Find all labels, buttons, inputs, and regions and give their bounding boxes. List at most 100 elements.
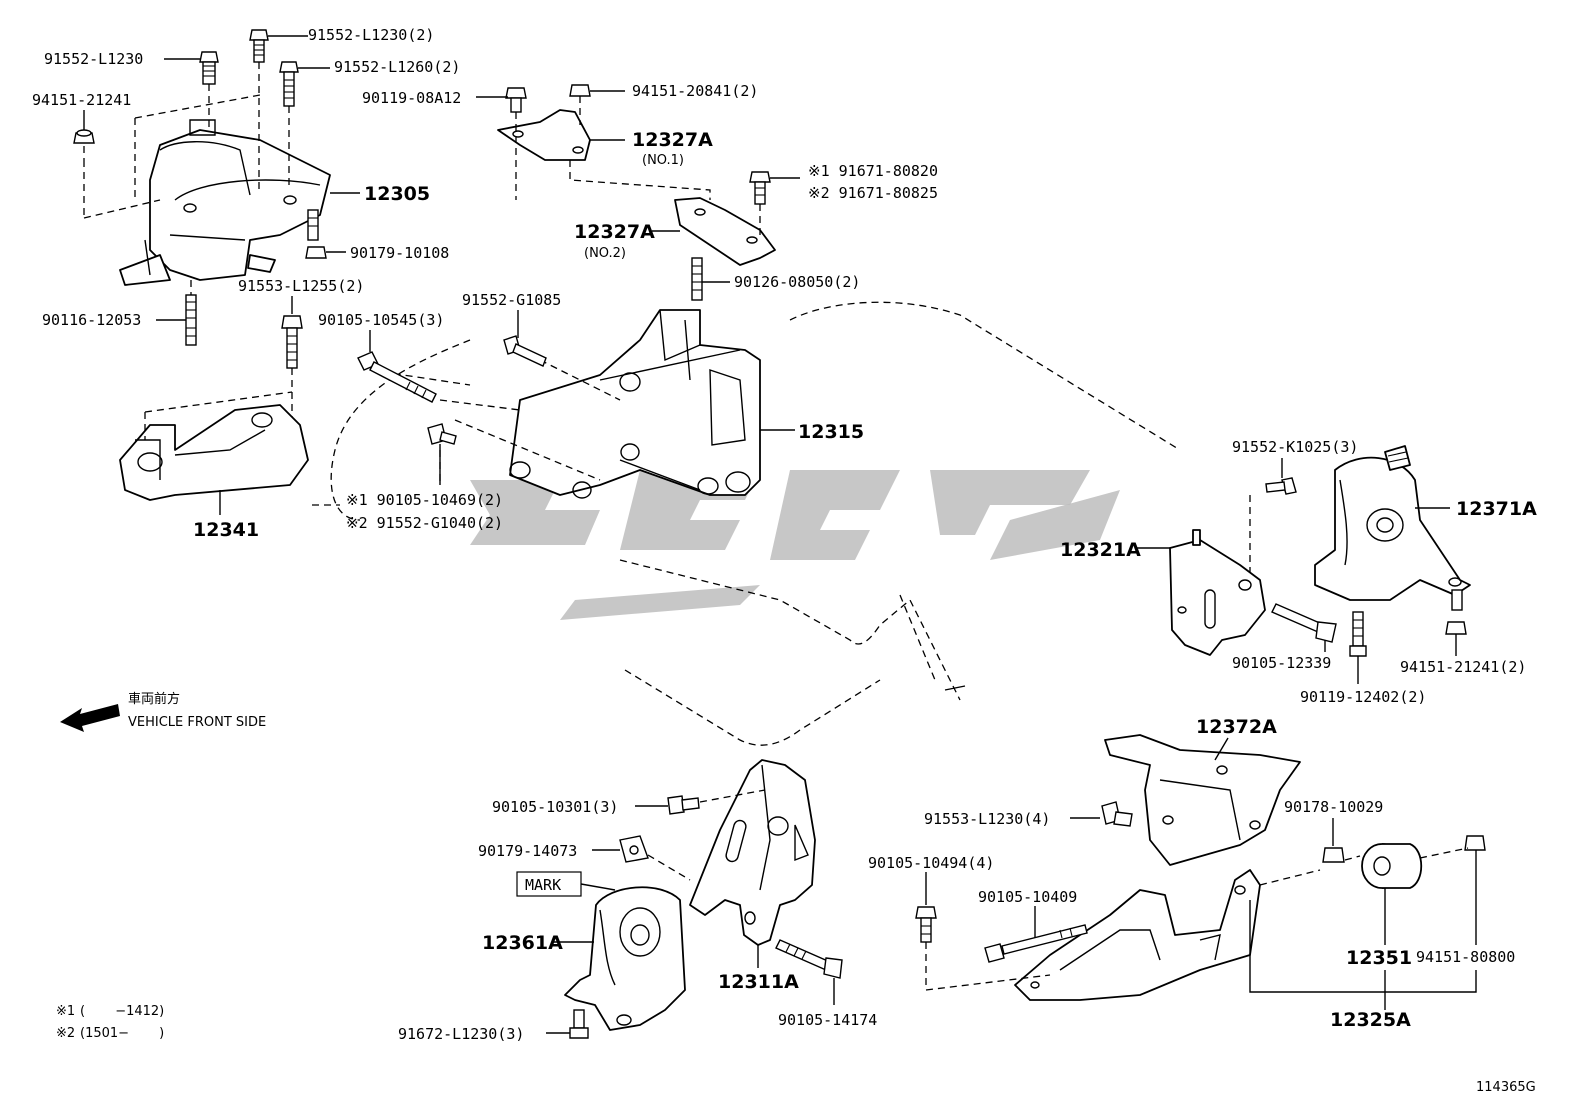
- label-90105-10301: 90105-10301(3): [492, 798, 618, 816]
- front-label-jp: 車両前方: [128, 691, 180, 707]
- label-12351: 12351: [1346, 947, 1412, 969]
- bolt-91552-L1260: [279, 61, 299, 107]
- bracket-12372A: [1104, 734, 1301, 866]
- diagram-id: 114365G: [1476, 1080, 1536, 1095]
- bracket-12315: [509, 309, 761, 499]
- label-12311A: 12311A: [718, 971, 799, 993]
- bolt-91552-K1025: [1265, 477, 1297, 495]
- mark-label: MARK: [525, 876, 561, 894]
- label-90105-10494: 90105-10494(4): [868, 854, 994, 872]
- bracket-12321A: [1169, 529, 1266, 656]
- bolt-12371A-side: [1451, 589, 1463, 611]
- bracket-12327A-no1: [497, 109, 591, 161]
- label-91552-L1230-2: 91552-L1230(2): [308, 26, 434, 44]
- nut-90178-10029: [1322, 847, 1345, 863]
- bushing-12351: [1361, 843, 1423, 889]
- label-12371A: 12371A: [1456, 498, 1537, 520]
- callout-labels: 91552-L1230 91552-L1230(2) 91552-L1260(2…: [32, 26, 1537, 1043]
- bolt-90119-12402: [1349, 611, 1367, 657]
- bolt-90105-10545: [357, 351, 437, 403]
- label-12361A: 12361A: [482, 932, 563, 954]
- bolt-91553-L1230: [1101, 801, 1133, 827]
- bolt-91552-L1230-2: [249, 29, 269, 63]
- bolt-90105-10469: [427, 423, 457, 445]
- footnote-1-mark: ※1: [56, 1004, 75, 1019]
- footnotes: ※1 ( −1412) ※2 (1501− ): [56, 1004, 164, 1041]
- bracket-12341: [119, 404, 309, 501]
- stud-90116-12053: [185, 294, 197, 346]
- label-12305: 12305: [364, 183, 430, 205]
- bolt-90105-14174: [775, 939, 843, 979]
- stud-90126-08050: [691, 257, 703, 301]
- bolt-91552-G1085: [503, 335, 547, 367]
- label-90105-14174: 90105-14174: [778, 1011, 877, 1029]
- label-91671-80825: ※2 91671-80825: [808, 184, 938, 202]
- label-91552-G1085: 91552-G1085: [462, 291, 561, 309]
- footnote-2-mark: ※2: [56, 1026, 75, 1041]
- label-12327A-no2: 12327A: [574, 221, 655, 243]
- label-12327A-no1: 12327A: [632, 129, 713, 151]
- label-90126-08050: 90126-08050(2): [734, 273, 860, 291]
- mark-tag: MARK: [516, 871, 582, 897]
- mount-12361A: [564, 886, 686, 1031]
- nut-90179-10108: [305, 246, 327, 259]
- label-94151-80800: 94151-80800: [1416, 948, 1515, 966]
- label-12341: 12341: [193, 519, 259, 541]
- label-90119-12402: 90119-12402(2): [1300, 688, 1426, 706]
- bolt-90119-08A12: [505, 87, 527, 113]
- engine-outline: [330, 301, 1181, 746]
- engine-mount-12305: [119, 119, 331, 286]
- label-94151-20841: 94151-20841(2): [632, 82, 758, 100]
- label-12325A: 12325A: [1330, 1009, 1411, 1031]
- nut-90179-14073: [619, 835, 649, 863]
- nut-94151-21241-right: [1445, 621, 1467, 635]
- label-91553-L1255: 91553-L1255(2): [238, 277, 364, 295]
- label-no2: (NO.2): [584, 246, 626, 261]
- label-91671-80820: ※1 91671-80820: [808, 162, 938, 180]
- label-94151-21241-2: 94151-21241(2): [1400, 658, 1526, 676]
- stud-12305-bottom: [307, 209, 319, 241]
- label-91672-L1230: 91672-L1230(3): [398, 1025, 524, 1043]
- leader-lines: [83, 35, 1477, 1034]
- front-arrow-icon: [60, 704, 120, 732]
- footnote-2-range: (1501− ): [80, 1026, 164, 1041]
- front-label-en: VEHICLE FRONT SIDE: [128, 715, 266, 730]
- front-direction-indicator: 車両前方 VEHICLE FRONT SIDE: [60, 691, 266, 732]
- label-91553-L1230: 91553-L1230(4): [924, 810, 1050, 828]
- label-no1: (NO.1): [642, 153, 684, 168]
- nut-94151-80800: [1464, 835, 1486, 851]
- bolt-91671-80820: [749, 171, 771, 205]
- bolt-90105-10409: [984, 924, 1088, 963]
- bracket-12325A: [1014, 869, 1261, 1001]
- label-90105-10409: 90105-10409: [978, 888, 1077, 906]
- label-90105-12339: 90105-12339: [1232, 654, 1331, 672]
- label-94151-21241: 94151-21241: [32, 91, 131, 109]
- mount-12371A: [1314, 445, 1471, 601]
- label-12315: 12315: [798, 421, 864, 443]
- nut-94151-20841: [569, 84, 591, 97]
- label-12372A: 12372A: [1196, 716, 1277, 738]
- label-90105-10545: 90105-10545(3): [318, 311, 444, 329]
- label-90119-08A12: 90119-08A12: [362, 89, 461, 107]
- label-90105-10469: ※1 90105-10469(2): [346, 491, 503, 509]
- label-90116-12053: 90116-12053: [42, 311, 141, 329]
- bolt-90105-12339: [1271, 603, 1337, 643]
- label-91552-L1230: 91552-L1230: [44, 50, 143, 68]
- bracket-12327A-no2: [674, 197, 776, 266]
- bolt-91553-L1255: [281, 315, 303, 369]
- label-91552-L1260: 91552-L1260(2): [334, 58, 460, 76]
- bolt-90105-10494: [915, 906, 937, 943]
- bracket-12311A: [689, 759, 816, 946]
- nut-94151-21241: [73, 129, 95, 144]
- label-90179-10108: 90179-10108: [350, 244, 449, 262]
- bolt-91552-L1230: [199, 51, 219, 85]
- leader-12305-box: [83, 94, 261, 219]
- bolt-90105-10301: [667, 795, 700, 815]
- label-90179-14073: 90179-14073: [478, 842, 577, 860]
- label-91552-K1025: 91552-K1025(3): [1232, 438, 1358, 456]
- label-91552-G1040: ※2 91552-G1040(2): [346, 514, 503, 532]
- label-12321A: 12321A: [1060, 539, 1141, 561]
- footnote-1-range: ( −1412): [80, 1004, 164, 1019]
- bolt-91672-L1230: [569, 1009, 589, 1039]
